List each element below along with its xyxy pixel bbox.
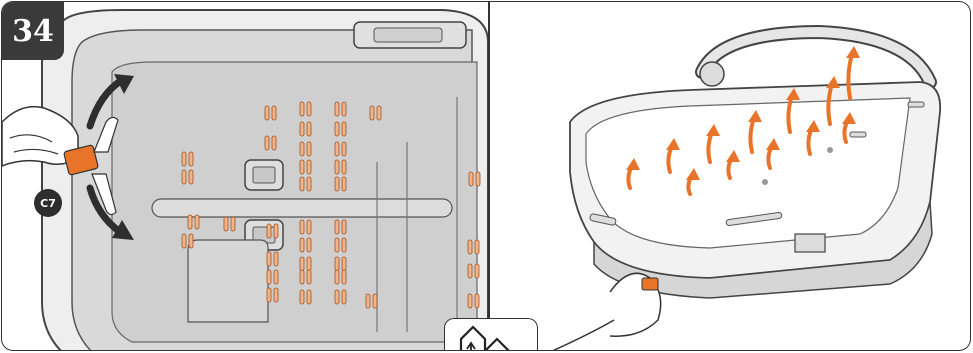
ventilation-slot — [342, 122, 346, 136]
lower-pad — [188, 240, 268, 322]
ventilation-slot — [307, 257, 311, 271]
ventilation-slot — [274, 288, 278, 302]
ventilation-slot — [188, 215, 192, 229]
ventilation-slot — [377, 106, 381, 120]
ventilation-slot — [189, 170, 193, 184]
connector-upper-inner — [253, 167, 275, 183]
ventilation-slot — [274, 252, 278, 266]
ventilation-slot — [335, 102, 339, 116]
ventilation-slot — [307, 238, 311, 252]
ventilation-slot — [307, 122, 311, 136]
ventilation-slot — [468, 240, 472, 254]
ventilation-slot — [307, 290, 311, 304]
ventilation-slot — [307, 102, 311, 116]
ventilation-slot — [307, 270, 311, 284]
ventilation-slot — [300, 177, 304, 191]
ventilation-slot — [267, 270, 271, 284]
ventilation-slot — [182, 152, 186, 166]
ventilation-slot — [475, 264, 479, 278]
ventilation-slot — [307, 142, 311, 156]
base-foot — [795, 234, 825, 252]
ventilation-slot — [476, 172, 480, 186]
ventilation-slot — [272, 106, 276, 120]
ventilation-slot — [469, 172, 473, 186]
handle-pivot-left — [700, 62, 724, 86]
ventilation-slot — [335, 220, 339, 234]
ventilation-slot — [265, 106, 269, 120]
ventilation-slot — [182, 170, 186, 184]
ventilation-slot — [335, 122, 339, 136]
ventilation-slot — [342, 102, 346, 116]
side-slot — [850, 132, 866, 137]
ventilation-slot — [300, 122, 304, 136]
ventilation-slot — [342, 238, 346, 252]
ventilation-slot — [300, 290, 304, 304]
ventilation-slot — [335, 160, 339, 174]
ventilation-slot — [342, 177, 346, 191]
ventilation-slot — [307, 177, 311, 191]
part-callout-badge: C7 — [34, 189, 62, 217]
right-illustration-panel — [490, 2, 971, 351]
ventilation-slot — [307, 160, 311, 174]
panel-divider — [488, 2, 490, 351]
left-illustration-panel: C7 — [2, 2, 488, 351]
ventilation-slot — [468, 294, 472, 308]
ventilation-slot — [189, 152, 193, 166]
ventilation-slot — [468, 264, 472, 278]
ventilation-slot — [475, 240, 479, 254]
ventilation-slot — [342, 160, 346, 174]
top-latch-inner — [374, 28, 442, 42]
ventilation-slot — [267, 224, 271, 238]
ventilation-slot — [267, 252, 271, 266]
ventilation-slot — [300, 160, 304, 174]
ventilation-slot — [195, 215, 199, 229]
ventilation-slot — [307, 220, 311, 234]
ventilation-slot — [300, 142, 304, 156]
ventilation-slot — [300, 270, 304, 284]
ventilation-slot — [342, 257, 346, 271]
ventilation-slot — [300, 257, 304, 271]
ventilation-slot — [335, 238, 339, 252]
ventilation-slot — [231, 217, 235, 231]
carrycot-interior — [586, 98, 910, 248]
rivet — [762, 179, 768, 185]
orange-pull-tab — [642, 278, 658, 290]
ventilation-slot — [335, 177, 339, 191]
ventilation-slot — [300, 238, 304, 252]
step-number: 34 — [12, 14, 54, 49]
ventilation-slot — [342, 142, 346, 156]
carrycot-ventilation-illustration — [490, 2, 971, 351]
ventilation-slot — [475, 294, 479, 308]
ventilation-slot — [182, 234, 186, 248]
part-callout-label: C7 — [40, 197, 56, 210]
house-airflow-hint-box — [444, 318, 538, 351]
ventilation-slot — [370, 106, 374, 120]
ventilation-slot — [335, 257, 339, 271]
ventilation-slot — [300, 102, 304, 116]
ventilation-slot — [189, 234, 193, 248]
ventilation-slot — [265, 136, 269, 150]
ventilation-slot — [335, 290, 339, 304]
ventilation-slot — [274, 224, 278, 238]
ventilation-slot — [300, 220, 304, 234]
arm-outline — [550, 320, 614, 351]
step-number-badge: 34 — [2, 2, 64, 60]
ventilation-slot — [274, 270, 278, 284]
ventilation-slot — [267, 288, 271, 302]
ventilation-slot — [342, 220, 346, 234]
ventilation-slot — [224, 217, 228, 231]
ventilation-slot — [342, 290, 346, 304]
ventilation-slot — [342, 270, 346, 284]
carrycot-base-underside-illustration — [2, 2, 488, 351]
ventilation-slot — [272, 136, 276, 150]
ventilation-slot — [335, 142, 339, 156]
ventilation-slot — [335, 270, 339, 284]
side-slot — [908, 102, 924, 107]
ventilation-slot — [366, 294, 370, 308]
rivet — [827, 147, 833, 153]
ventilation-slot — [373, 294, 377, 308]
house-airflow-icon — [445, 319, 537, 351]
